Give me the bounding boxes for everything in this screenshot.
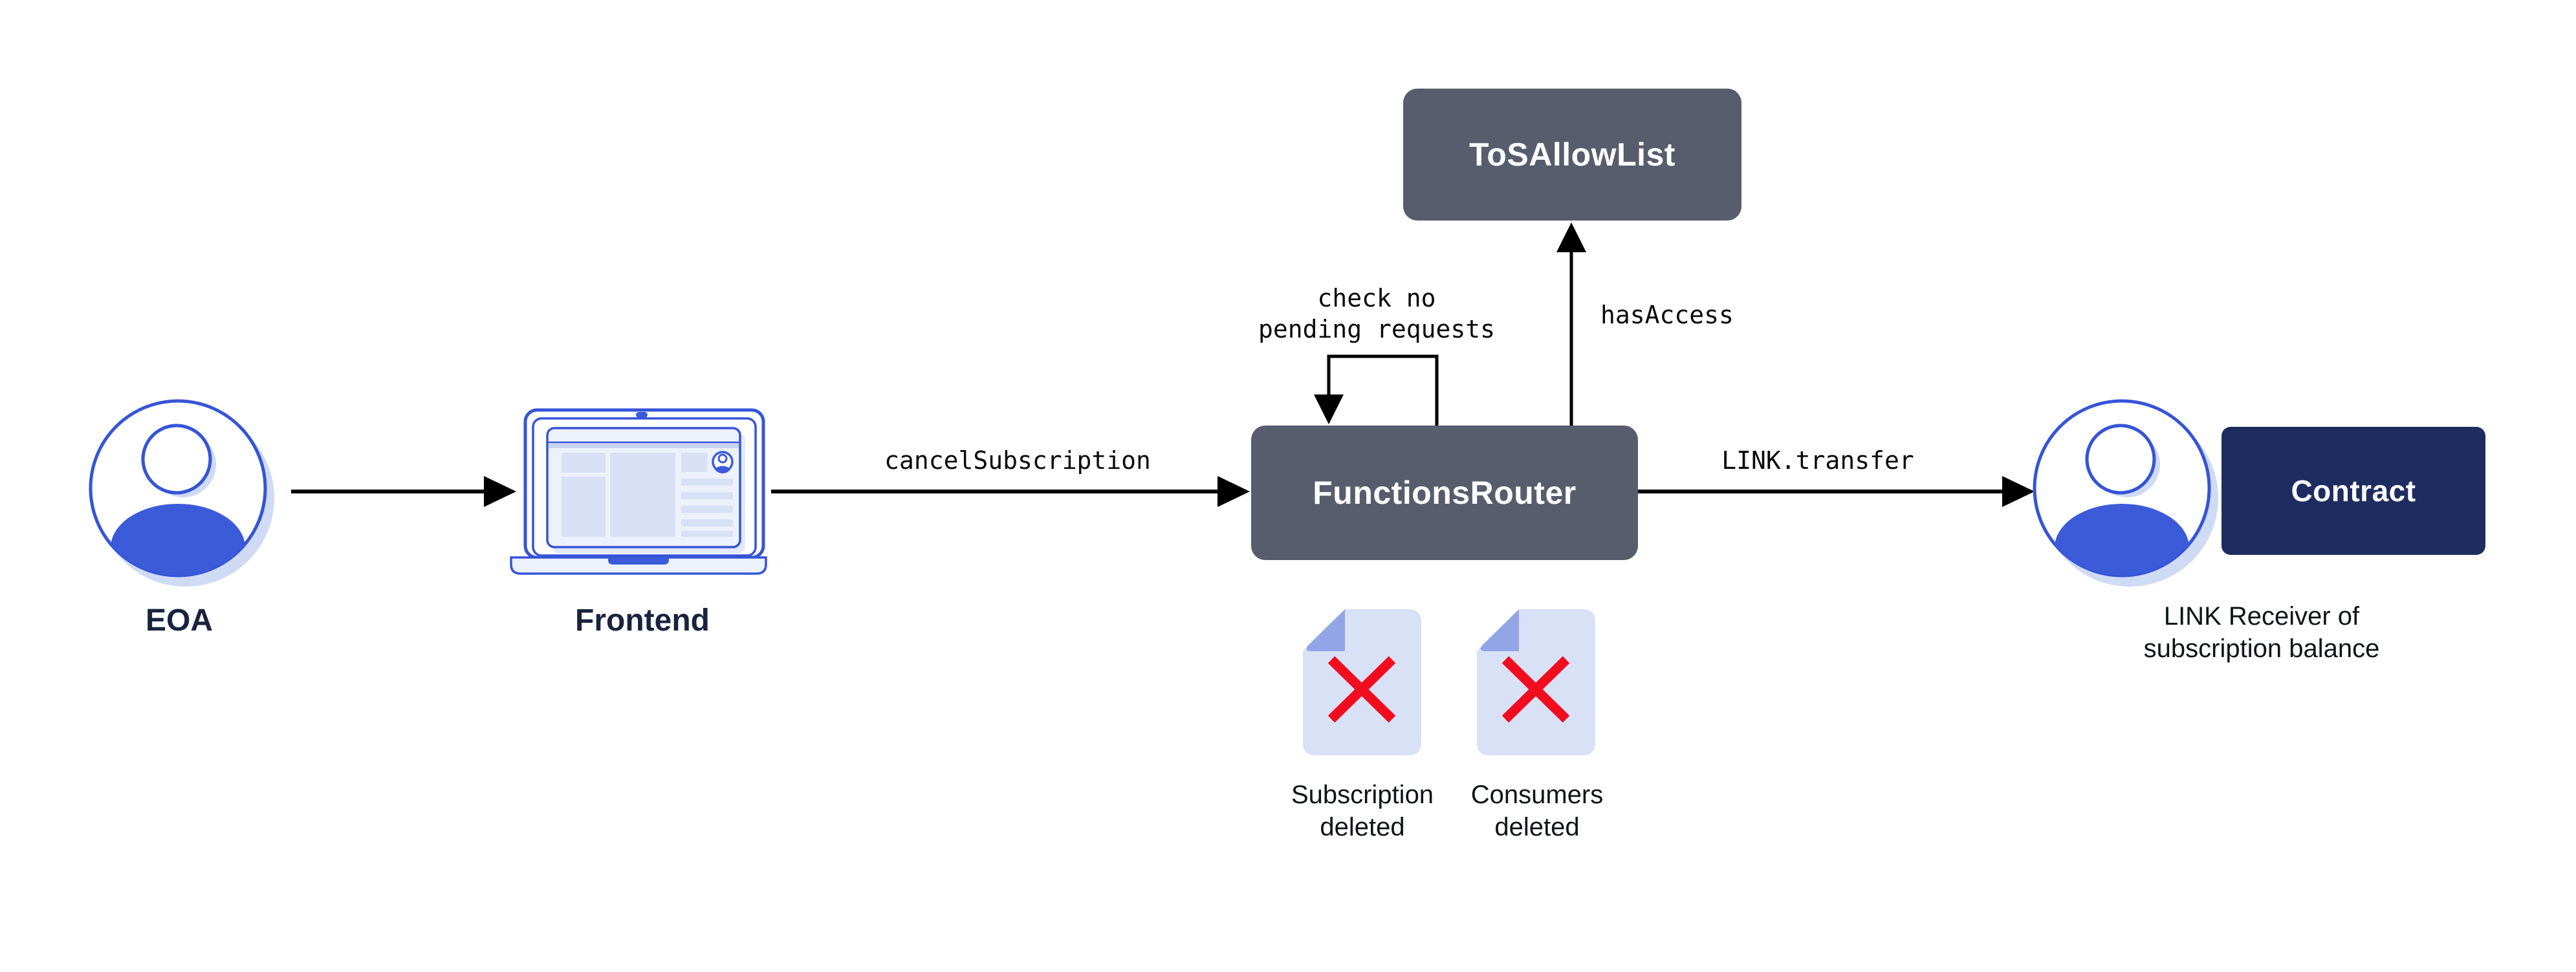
cancel-subscription-edge-label: cancelSubscription: [884, 446, 1151, 475]
frontend-label: Frontend: [575, 603, 710, 638]
consumers-deleted-document-x-icon: [1477, 609, 1595, 755]
frontend-laptop-icon: [510, 408, 767, 575]
contract-node: Contract: [2221, 427, 2485, 555]
functions-router-title: FunctionsRouter: [1313, 475, 1577, 511]
contract-title: Contract: [2291, 474, 2416, 508]
consumers-deleted-caption: Consumers deleted: [1470, 781, 1604, 841]
link-transfer-edge-label: LINK.transfer: [1721, 446, 1914, 475]
arrow-router-to-tosallowlist: [1556, 222, 1586, 426]
subscription-deleted-caption: Subscription deleted: [1291, 781, 1434, 841]
subscription-deleted-document-x-icon: [1303, 609, 1421, 755]
eoa-user-avatar-icon: [89, 399, 274, 587]
check-pending-edge-label: check no pending requests: [1258, 284, 1496, 343]
tos-allow-list-title: ToSAllowList: [1469, 136, 1675, 173]
receiver-user-avatar-icon: [2033, 399, 2218, 587]
arrow-router-to-receiver: [1638, 476, 2035, 507]
functions-router-node: FunctionsRouter: [1251, 426, 1638, 560]
tos-allow-list-node: ToSAllowList: [1403, 89, 1741, 221]
arrow-self-loop-check-pending: [1314, 354, 1439, 426]
link-receiver-caption: LINK Receiver of subscription balance: [2143, 602, 2380, 663]
has-access-edge-label: hasAccess: [1600, 301, 1734, 329]
eoa-label: EOA: [145, 603, 213, 638]
arrow-eoa-to-frontend: [291, 476, 516, 507]
browser-user-avatar-icon: [712, 451, 734, 473]
arrow-frontend-to-router: [771, 476, 1250, 507]
